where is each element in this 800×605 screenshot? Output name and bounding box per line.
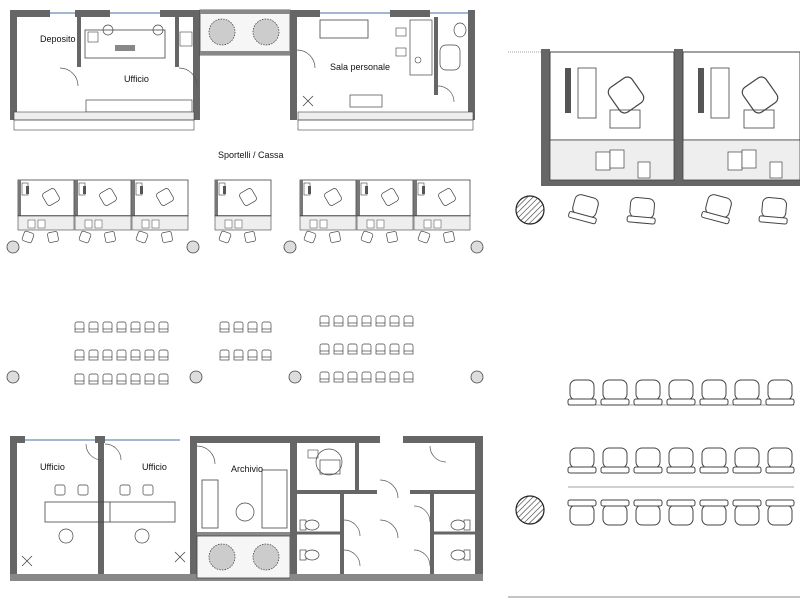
planter-bottom — [196, 535, 291, 579]
bottom-right-block — [290, 436, 483, 581]
columns-row-1 — [6, 240, 484, 254]
label-ufficio-top: Ufficio — [124, 74, 149, 84]
label-ufficio-right: Ufficio — [142, 462, 167, 472]
waiting-chairs-right — [319, 315, 414, 383]
detail-desks — [508, 49, 800, 225]
label-deposito: Deposito — [40, 34, 76, 44]
waiting-chairs-middle — [219, 321, 272, 361]
counter-strips — [13, 119, 474, 131]
teller-row — [17, 179, 471, 245]
detail-waiting-chairs — [515, 379, 795, 526]
planter-top — [199, 9, 291, 56]
top-left-block: Deposito Ufficio — [10, 10, 200, 121]
label-ufficio-left: Ufficio — [40, 462, 65, 472]
label-sportelli: Sportelli / Cassa — [218, 150, 284, 160]
waiting-chairs-left — [74, 321, 169, 385]
bottom-left-block: Ufficio Ufficio Archivio — [10, 436, 290, 581]
top-right-block: Sala personale — [290, 10, 475, 121]
label-archivio: Archivio — [231, 464, 263, 474]
label-sala-personale: Sala personale — [330, 62, 390, 72]
